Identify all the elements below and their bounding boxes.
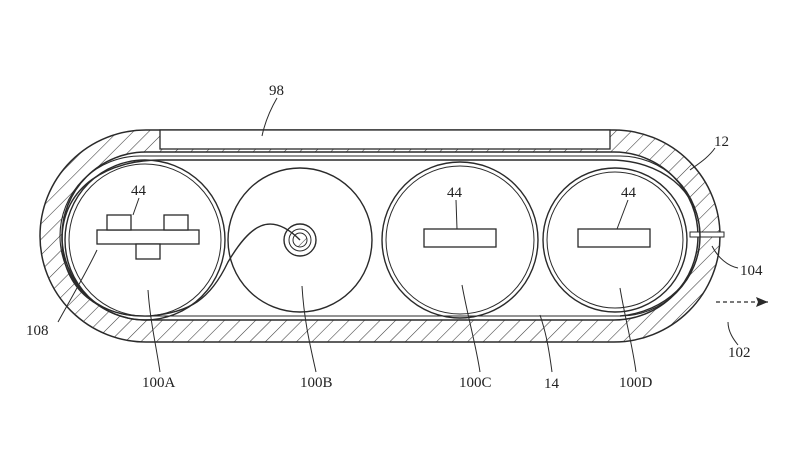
- spindle-core: [292, 232, 308, 248]
- connector-tab-right: [163, 214, 189, 231]
- label-44-a: 44: [131, 183, 147, 199]
- connector-pad-d: [577, 228, 651, 248]
- label-100b: 100B: [300, 375, 333, 391]
- spindle-mid: [288, 228, 312, 252]
- cover-strip: [159, 129, 611, 150]
- direction-arrow: [716, 297, 768, 307]
- label-44-d: 44: [621, 185, 637, 201]
- connector-pad-c: [423, 228, 497, 248]
- connector-pad-a: [96, 229, 200, 245]
- housing-seam: [689, 231, 725, 238]
- roll-100c: [381, 161, 539, 319]
- label-102: 102: [728, 345, 751, 361]
- roll-100b: [227, 167, 373, 313]
- label-12: 12: [714, 134, 729, 150]
- connector-tab-bottom: [135, 243, 161, 260]
- label-100d: 100D: [619, 375, 653, 391]
- label-104: 104: [740, 263, 763, 279]
- spindle-outer: [283, 223, 317, 257]
- housing-wall: [39, 129, 721, 343]
- label-108: 108: [26, 323, 49, 339]
- roll-100a: [64, 159, 226, 321]
- label-100a: 100A: [142, 375, 176, 391]
- label-98: 98: [269, 83, 284, 99]
- leader-lines: [57, 97, 739, 373]
- label-100c: 100C: [459, 375, 492, 391]
- label-44-c: 44: [447, 185, 463, 201]
- cable-wrap: [61, 159, 701, 317]
- connector-tab-left: [106, 214, 132, 231]
- label-14: 14: [544, 376, 560, 392]
- roll-100d: [542, 167, 688, 313]
